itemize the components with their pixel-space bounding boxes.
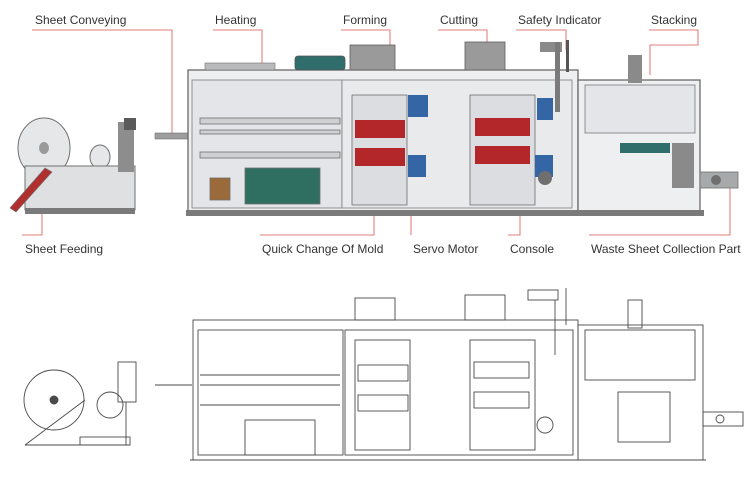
label-stacking: Stacking — [651, 13, 698, 27]
stacking-unit-bottom — [577, 324, 704, 461]
heating-section-top — [199, 117, 341, 205]
label-cutting: Cutting — [440, 13, 479, 27]
label-sheet-conveying: Sheet Conveying — [35, 13, 127, 27]
cutting-station-top — [469, 94, 553, 206]
label-safety-indicator: Safety Indicator — [518, 13, 602, 27]
leader-sheet-conveying — [32, 29, 173, 135]
forming-station-bottom — [354, 297, 411, 451]
bottom-line-view — [23, 288, 744, 461]
leader-stacking — [649, 29, 699, 75]
cutting-station-bottom — [464, 294, 554, 451]
label-quick-change-mold: Quick Change Of Mold — [262, 242, 384, 256]
label-forming: Forming — [343, 13, 388, 27]
leader-waste-collection — [589, 180, 731, 236]
sheet-feeding-unit-bottom — [23, 361, 137, 446]
sheet-conveyor-top — [154, 132, 189, 140]
sheet-feeding-unit-top — [9, 117, 136, 214]
top-view — [9, 40, 739, 216]
label-servo-motor: Servo Motor — [413, 242, 479, 256]
label-waste-collection: Waste Sheet Collection Part — [591, 242, 741, 256]
waste-collection-bottom — [702, 411, 744, 427]
safety-indicator-bottom — [527, 288, 567, 355]
base-rail-top — [186, 210, 704, 216]
label-console: Console — [510, 242, 555, 256]
label-heating: Heating — [215, 13, 257, 27]
main-frame-bottom — [192, 319, 579, 461]
safety-indicator-top — [540, 40, 569, 112]
heater-cylinder-top — [294, 55, 346, 71]
forming-station-top — [351, 94, 428, 206]
waste-collection-top — [699, 171, 739, 189]
label-sheet-feeding: Sheet Feeding — [25, 242, 104, 256]
